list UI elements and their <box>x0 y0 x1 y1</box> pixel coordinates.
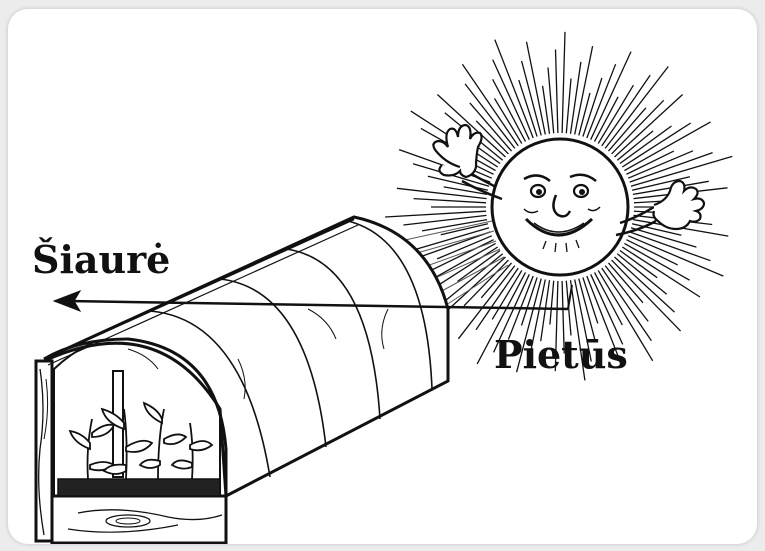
sun-ray <box>441 224 488 235</box>
sun-ray <box>579 93 590 135</box>
sun-ray <box>595 97 619 142</box>
sun-right-hand <box>654 181 705 229</box>
sun-ray <box>418 232 491 258</box>
sun-ray <box>587 64 616 138</box>
sun-ray <box>626 151 673 174</box>
sun-ray <box>403 215 486 225</box>
north-label: Šiaurė <box>32 241 170 279</box>
greenhouse-end-post <box>36 361 52 541</box>
sun-ray <box>615 95 683 158</box>
sun-ray <box>628 151 693 178</box>
sun-ray <box>397 188 487 198</box>
sun-ray <box>595 272 623 325</box>
sun-ray <box>492 270 522 319</box>
sun-left-hand <box>433 125 481 177</box>
sun-ray <box>622 123 690 167</box>
sun-ray <box>550 281 554 325</box>
sun-ray <box>562 32 565 133</box>
sun-ray <box>495 40 533 138</box>
illustration-panel: Šiaurė Pietūs <box>8 9 757 544</box>
sun-ray <box>628 236 723 276</box>
sun-ray <box>548 68 554 134</box>
south-label: Pietūs <box>494 336 628 374</box>
sun-ray <box>571 62 581 134</box>
sun-ray <box>457 251 500 282</box>
sun-ray <box>566 79 571 134</box>
sun-ray <box>630 232 711 261</box>
sun-ray <box>602 268 652 341</box>
sun-ray <box>612 260 681 331</box>
sun-ray <box>385 211 486 217</box>
sun-ray <box>556 50 558 134</box>
sun-ray <box>414 199 487 203</box>
sun-ray <box>615 257 675 312</box>
sun-face-circle <box>492 139 628 275</box>
sun-ray <box>630 153 713 183</box>
